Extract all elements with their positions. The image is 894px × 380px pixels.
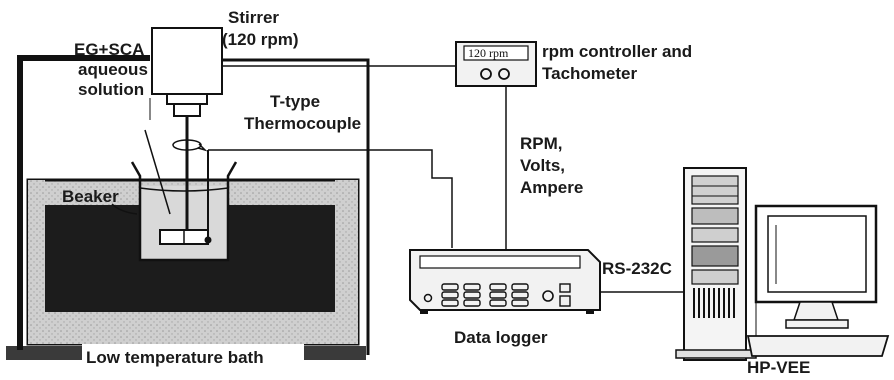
- logger-label: Data logger: [454, 328, 548, 347]
- computer-tower: [675, 167, 757, 361]
- solution-label-line1: EG+SCA: [74, 40, 145, 59]
- enclosure-frame: [17, 55, 370, 355]
- signals-label-line1: RPM,: [520, 134, 563, 153]
- thermocouple: [204, 149, 453, 248]
- stirrer-rpm-label: (120 rpm): [222, 30, 299, 49]
- keyboard: [746, 335, 890, 357]
- controller-knob-left: [480, 68, 492, 80]
- bath-label: Low temperature bath: [86, 348, 264, 367]
- controller-display-text: 120 rpm: [468, 46, 509, 60]
- stirrer-motor: [144, 27, 223, 245]
- logger-digit-display-2: [489, 283, 529, 307]
- thermocouple-label-line1: T-type: [270, 92, 321, 111]
- rpm-controller: [455, 41, 537, 250]
- thermocouple-label-line2: Thermocouple: [244, 114, 362, 133]
- controller-knob-right: [498, 68, 510, 80]
- stirrer-label: Stirrer: [228, 8, 280, 27]
- solution-label-line3: solution: [78, 80, 145, 99]
- controller-label-line2: Tachometer: [542, 64, 638, 83]
- signals-label-line2: Volts,: [520, 156, 566, 175]
- serial-label: RS-232C: [602, 259, 672, 278]
- controller-label-line1: rpm controller and: [542, 42, 693, 61]
- beaker: [111, 161, 238, 262]
- software-label: HP-VEE: [747, 358, 811, 377]
- monitor: [754, 204, 878, 340]
- data-logger: [409, 249, 601, 314]
- logger-digit-display-1: [441, 283, 481, 307]
- logger-dial: [542, 290, 554, 302]
- signals-label-line3: Ampere: [520, 178, 584, 197]
- beaker-label: Beaker: [62, 187, 119, 206]
- solution-label-line2: aqueous: [78, 60, 148, 79]
